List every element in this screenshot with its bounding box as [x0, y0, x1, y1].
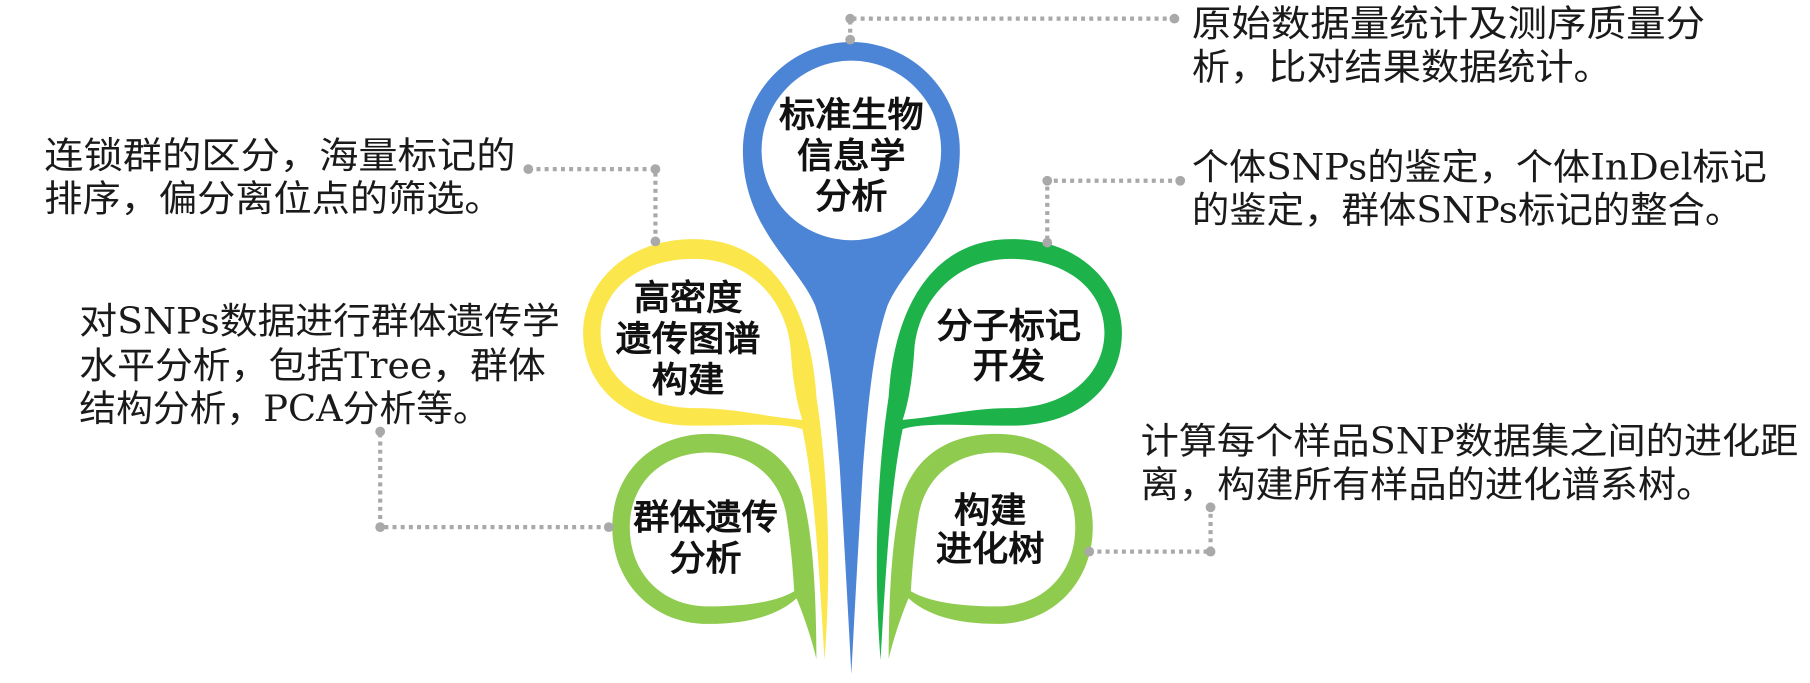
bioinformatics-description: 析，比对结果数据统计。 — [1192, 45, 1612, 88]
connector-dot — [1169, 13, 1180, 24]
population-genetics-description: 对SNPs数据进行群体遗传学 — [79, 300, 559, 343]
connector-dot — [1205, 546, 1216, 557]
bioinformatics-description: 原始数据量统计及测序质量分 — [1192, 2, 1705, 45]
petal-bioinformatics-label: 标准生物 — [779, 95, 924, 136]
petal-genetic-map-label: 遗传图谱 — [616, 319, 761, 360]
population-genetics-description: 结构分析，PCA分析等。 — [79, 387, 490, 430]
marker-development-description: 个体SNPs的鉴定，个体InDel标记 — [1192, 146, 1767, 189]
petal-population-genetics-center — [629, 452, 795, 607]
connector-dot — [1042, 237, 1053, 248]
connector-line-genetic-map — [528, 167, 658, 242]
marker-development-description: 的鉴定，群体SNPs标记的整合。 — [1192, 189, 1742, 232]
petal-marker-development-label: 分子标记 — [936, 306, 1081, 347]
phylogenetic-tree-description: 离，构建所有样品的进化谱系树。 — [1141, 463, 1715, 506]
petal-bioinformatics-label: 信息学 — [797, 136, 905, 177]
petal-bioinformatics-label: 分析 — [815, 177, 887, 218]
genetic-map-description: 排序，偏分离位点的筛选。 — [44, 177, 502, 220]
connector-dot — [845, 13, 856, 24]
petal-marker-development-label: 开发 — [973, 346, 1045, 387]
petal-population-genetics-label: 群体遗传 — [633, 497, 778, 538]
petal-marker-development-center — [902, 258, 1105, 420]
connector-dot — [375, 522, 386, 533]
petal-phylogenetic-tree-center — [910, 452, 1076, 607]
connector-dot — [523, 164, 534, 175]
descriptions: 原始数据量统计及测序质量分 析，比对结果数据统计。 连锁群的区分，海量标记的 排… — [44, 2, 1798, 506]
petal-phylogenetic-tree-label: 进化树 — [936, 529, 1044, 570]
connector-line-phylogenetic-tree — [1089, 507, 1213, 554]
connector-line-population-genetics — [378, 431, 609, 530]
connector-dot — [1175, 175, 1186, 186]
connector-dot — [1042, 175, 1053, 186]
petal-genetic-map — [583, 239, 829, 661]
petal-bioinformatics-center — [761, 60, 942, 241]
petal-genetic-map-center — [600, 258, 803, 420]
population-genetics-description: 水平分析，包括Tree，群体 — [79, 344, 545, 387]
petal-marker-development — [876, 239, 1122, 661]
phylogenetic-tree-description: 计算每个样品SNP数据集之间的进化距 — [1141, 420, 1799, 463]
genetic-map-description: 连锁群的区分，海量标记的 — [44, 134, 515, 177]
connector-dot — [650, 164, 661, 175]
petal-phylogenetic-tree-label: 构建 — [954, 490, 1026, 531]
petal-population-genetics — [612, 433, 817, 659]
connector-dot — [1084, 546, 1095, 557]
connector-dots — [375, 13, 1216, 557]
connector-dot — [1205, 502, 1216, 513]
connector-line-marker-development — [1045, 178, 1181, 243]
connector-dot — [603, 522, 614, 533]
petal-phylogenetic-tree — [888, 433, 1093, 659]
connector-line-bioinformatics — [848, 16, 1175, 41]
connector-dot — [650, 236, 661, 247]
connector-dot — [375, 426, 386, 437]
petal-genetic-map-label: 构建 — [652, 360, 724, 401]
connector-dot — [845, 34, 856, 45]
petal-population-genetics-label: 分析 — [669, 538, 741, 579]
petal-bioinformatics — [742, 41, 960, 675]
petal-genetic-map-label: 高密度 — [634, 278, 742, 319]
petal-labels: 标准生物 信息学 分析 高密度 遗传图谱 构建 分子标记 开发 群体遗传 分析 … — [616, 95, 1081, 579]
